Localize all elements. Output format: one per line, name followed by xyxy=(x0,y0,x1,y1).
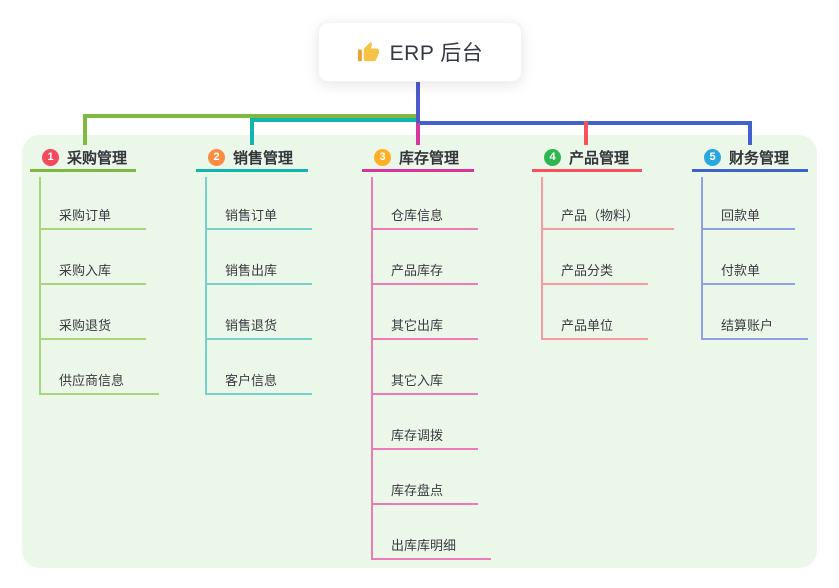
child-label: 采购退货 xyxy=(59,318,112,333)
child-node[interactable]: 产品（物料） xyxy=(541,204,674,230)
branch-node-3[interactable]: 3 库存管理 xyxy=(362,145,474,172)
thumbs-up-icon xyxy=(357,41,380,64)
child-label: 产品分类 xyxy=(561,263,614,278)
child-label: 回款单 xyxy=(721,208,761,223)
branches-panel xyxy=(22,135,817,568)
branch-number-badge: 1 xyxy=(42,148,59,166)
child-label: 销售出库 xyxy=(225,263,278,278)
child-node[interactable]: 销售出库 xyxy=(205,259,312,285)
branch-children-trunk xyxy=(541,177,543,340)
child-label: 产品单位 xyxy=(561,318,614,333)
child-label: 产品库存 xyxy=(391,263,444,278)
connector-branch-2-horizontal xyxy=(250,118,420,122)
branch-children-trunk xyxy=(39,177,41,395)
branch-node-4[interactable]: 4 产品管理 xyxy=(532,145,642,172)
branch-children-trunk xyxy=(205,177,207,395)
branch-number-badge: 3 xyxy=(374,148,391,166)
branch-node-5[interactable]: 5 财务管理 xyxy=(692,145,808,172)
connector-branch-2-drop xyxy=(250,118,254,145)
child-label: 结算账户 xyxy=(721,318,774,333)
child-node[interactable]: 库存盘点 xyxy=(371,479,478,505)
child-label: 出库库明细 xyxy=(391,538,457,553)
branch-label: 产品管理 xyxy=(569,149,630,167)
branch-label: 库存管理 xyxy=(399,149,460,167)
branch-children-trunk xyxy=(371,177,373,560)
connector-root-vertical xyxy=(416,82,420,123)
branch-number-badge: 4 xyxy=(544,148,561,166)
child-node[interactable]: 采购订单 xyxy=(39,204,146,230)
child-node[interactable]: 客户信息 xyxy=(205,369,312,395)
child-label: 仓库信息 xyxy=(391,208,444,223)
child-node[interactable]: 采购入库 xyxy=(39,259,146,285)
child-label: 其它入库 xyxy=(391,373,444,388)
child-node[interactable]: 供应商信息 xyxy=(39,369,159,395)
branch-label: 销售管理 xyxy=(233,149,294,167)
branch-node-1[interactable]: 1 采购管理 xyxy=(30,145,136,172)
child-node[interactable]: 付款单 xyxy=(701,259,795,285)
child-label: 库存调拨 xyxy=(391,428,444,443)
connector-branch-3-drop xyxy=(416,123,420,145)
child-label: 销售退货 xyxy=(225,318,278,333)
child-label: 客户信息 xyxy=(225,373,278,388)
child-label: 其它出库 xyxy=(391,318,444,333)
branch-number-badge: 5 xyxy=(704,148,721,166)
child-node[interactable]: 其它出库 xyxy=(371,314,478,340)
child-label: 销售订单 xyxy=(225,208,278,223)
child-node[interactable]: 产品库存 xyxy=(371,259,478,285)
branch-node-2[interactable]: 2 销售管理 xyxy=(196,145,308,172)
child-node[interactable]: 出库库明细 xyxy=(371,534,491,560)
branch-label: 采购管理 xyxy=(67,149,128,167)
branch-number-badge: 2 xyxy=(208,148,225,166)
child-label: 采购入库 xyxy=(59,263,112,278)
child-label: 供应商信息 xyxy=(59,373,125,388)
branch-label: 财务管理 xyxy=(729,149,790,167)
child-node[interactable]: 仓库信息 xyxy=(371,204,478,230)
child-node[interactable]: 产品分类 xyxy=(541,259,648,285)
child-node[interactable]: 其它入库 xyxy=(371,369,478,395)
child-label: 库存盘点 xyxy=(391,483,444,498)
child-label: 采购订单 xyxy=(59,208,112,223)
child-node[interactable]: 库存调拨 xyxy=(371,424,478,450)
branch-children-trunk xyxy=(701,177,703,340)
child-node[interactable]: 回款单 xyxy=(701,204,795,230)
connector-branch-4-drop xyxy=(584,121,588,145)
root-node[interactable]: ERP 后台 xyxy=(318,22,522,82)
root-label: ERP 后台 xyxy=(389,42,484,65)
connector-branch-1-horizontal xyxy=(83,114,420,118)
child-label: 付款单 xyxy=(721,263,761,278)
child-node[interactable]: 销售退货 xyxy=(205,314,312,340)
child-node[interactable]: 产品单位 xyxy=(541,314,648,340)
child-node[interactable]: 采购退货 xyxy=(39,314,146,340)
child-node[interactable]: 销售订单 xyxy=(205,204,312,230)
child-node[interactable]: 结算账户 xyxy=(701,314,808,340)
connector-branch-1-drop xyxy=(83,114,87,145)
child-label: 产品（物料） xyxy=(561,208,640,223)
connector-branch-5-drop xyxy=(748,121,752,145)
